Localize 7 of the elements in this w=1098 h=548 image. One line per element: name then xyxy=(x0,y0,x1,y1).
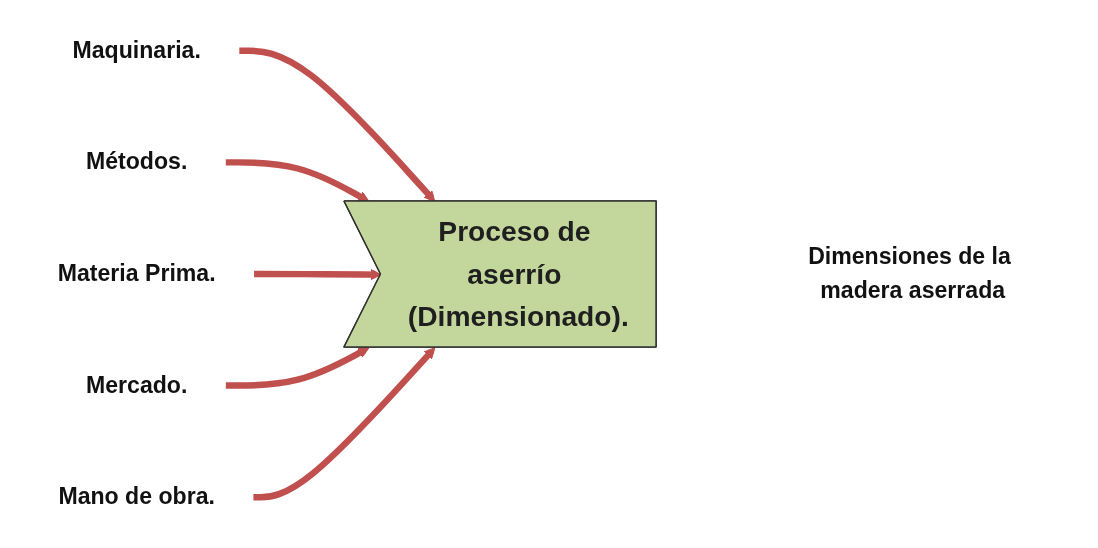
node-text: Maquinaria. xyxy=(72,37,201,63)
arrow xyxy=(225,347,370,389)
node-text: Dimensiones de la madera aserrada xyxy=(807,243,1011,304)
node-text: Mercado. xyxy=(85,372,187,398)
node-text: Mano de obra. xyxy=(58,483,215,510)
node-text: Materia Prima. xyxy=(57,260,216,287)
node-text: Métodos. xyxy=(85,148,187,175)
